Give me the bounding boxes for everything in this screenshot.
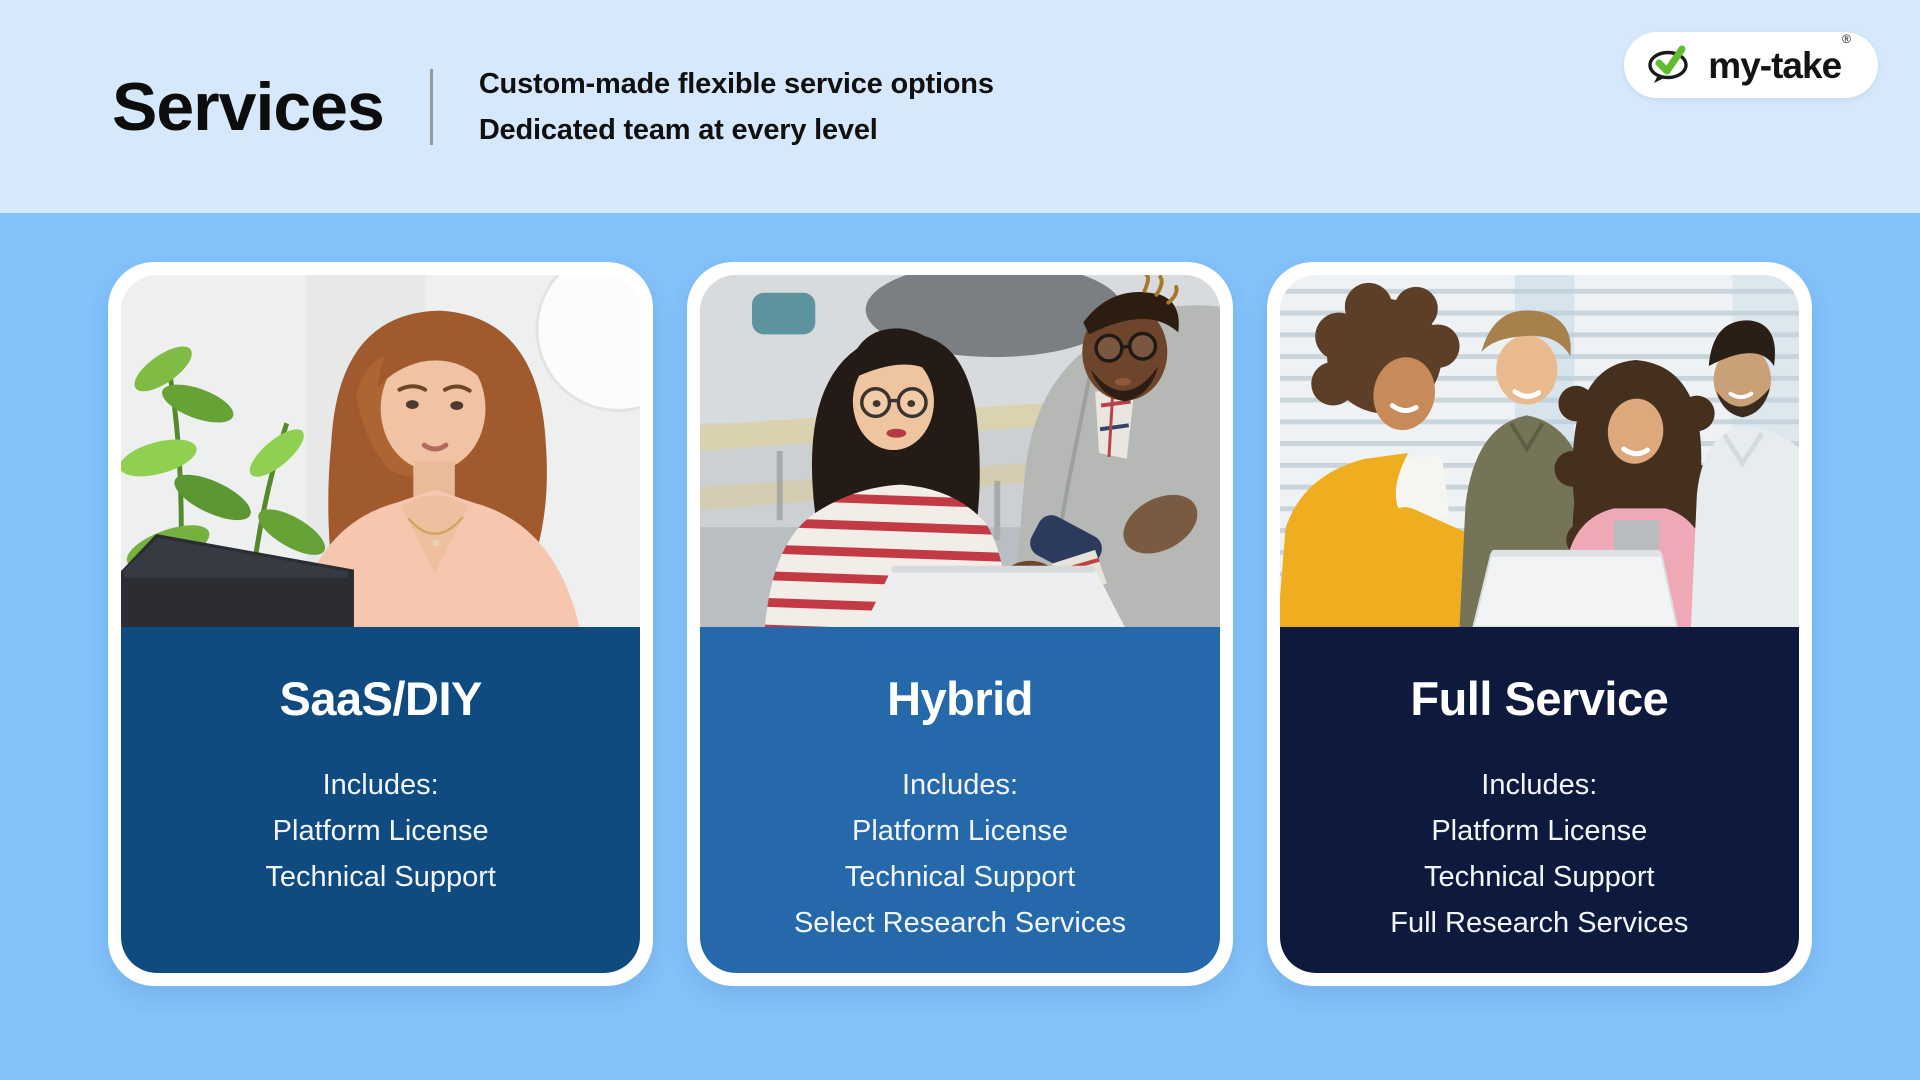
card-panel: Hybrid Includes: Platform License Techni… [700,627,1220,973]
include-item: Technical Support [265,861,496,893]
speech-bubble-check-icon [1646,40,1698,91]
header-subtitle: Custom-made flexible service options Ded… [479,61,994,153]
service-card-hybrid: Hybrid Includes: Platform License Techni… [687,262,1233,986]
brand-logo: my-take® [1624,32,1878,98]
includes-label: Includes: [322,769,439,801]
header: Services Custom-made flexible service op… [0,0,1920,213]
card-title: SaaS/DIY [279,672,482,725]
card-panel: SaaS/DIY Includes: Platform License Tech… [121,627,641,973]
includes-label: Includes: [901,769,1019,801]
include-item: Select Research Services [793,907,1126,939]
header-divider [429,68,433,145]
card-includes-list: Includes: Platform License Technical Sup… [1280,762,1799,946]
subtitle-line-2: Dedicated team at every level [478,113,878,146]
photo-team-around-laptop [1279,275,1799,627]
page-title: Services [112,68,385,145]
include-item: Platform License [272,815,489,847]
include-item: Technical Support [844,861,1076,893]
card-panel: Full Service Includes: Platform License … [1279,627,1799,973]
card-includes-list: Includes: Platform License Technical Sup… [700,762,1219,946]
include-item: Technical Support [1424,861,1655,893]
card-title: Hybrid [887,672,1033,725]
subtitle-line-1: Custom-made flexible service options [478,67,994,100]
includes-label: Includes: [1481,769,1598,801]
registered-trademark: ® [1842,31,1851,46]
card-title: Full Service [1410,672,1669,725]
include-item: Platform License [1431,815,1648,847]
photo-two-colleagues [700,275,1220,627]
teammate-light-shirt [1690,320,1799,627]
service-card-full-service: Full Service Includes: Platform License … [1266,262,1812,986]
service-card-saas-diy: SaaS/DIY Includes: Platform License Tech… [108,262,654,986]
include-item: Platform License [851,815,1068,847]
service-cards-section: SaaS/DIY Includes: Platform License Tech… [0,213,1920,1080]
logo-wordmark: my-take® [1708,31,1851,86]
card-includes-list: Includes: Platform License Technical Sup… [121,762,640,900]
photo-woman-at-laptop [121,275,641,627]
include-item: Full Research Services [1390,907,1689,939]
